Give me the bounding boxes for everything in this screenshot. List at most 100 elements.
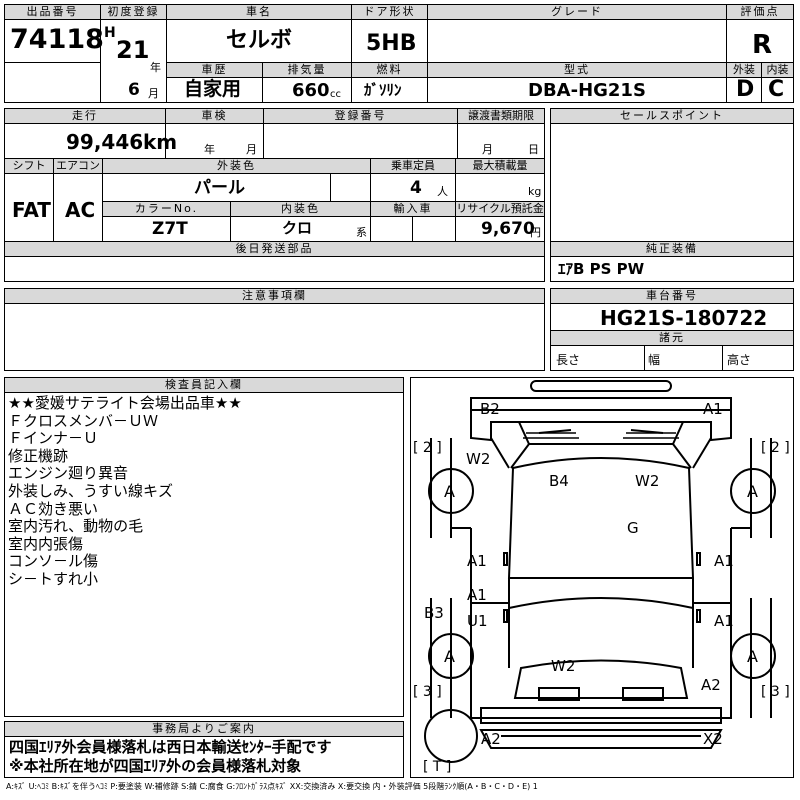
tire-rear-left: A bbox=[444, 647, 455, 666]
later-parts-label: 後日発送部品 bbox=[5, 242, 544, 257]
mark-b3: B3 bbox=[424, 604, 444, 622]
note-line: 修正機跡 bbox=[8, 446, 69, 465]
mark-a2-rear-quarter: A2 bbox=[701, 676, 721, 694]
model-value: DBA-HG21S bbox=[528, 80, 646, 101]
recycle-unit: 円 bbox=[530, 226, 541, 239]
height-label: 高さ bbox=[727, 353, 752, 367]
int-label: 内装 bbox=[762, 63, 793, 78]
mark-b4: B4 bbox=[549, 472, 569, 490]
mark-x2: X2 bbox=[703, 730, 723, 748]
lot-label: 出品番号 bbox=[5, 5, 100, 20]
office-label: 事務局よりご案内 bbox=[5, 722, 403, 737]
capacity-unit: 人 bbox=[437, 185, 448, 198]
office-line-1: 四国ｴﾘｱ外会員様落札は西日本輸送ｾﾝﾀｰ手配です bbox=[9, 738, 332, 756]
caution-label: 注意事項欄 bbox=[5, 289, 544, 304]
note-line: Ｆインナ－Ｕ bbox=[8, 429, 99, 448]
insp-month: 月 bbox=[246, 143, 257, 156]
sales-point-block bbox=[550, 108, 794, 282]
inspection-label: 車検 bbox=[166, 109, 263, 124]
office-line-2: ※本社所在地が四国ｴﾘｱ外の会員様落札対象 bbox=[9, 757, 302, 775]
equip-label: 純正装備 bbox=[551, 242, 793, 257]
bracket-right-front: [ 2 ] bbox=[761, 440, 790, 456]
sales-label: セールスポイント bbox=[551, 109, 793, 124]
first-reg-label: 初度登録 bbox=[101, 5, 166, 20]
note-line: 室内汚れ、動物の毛 bbox=[8, 517, 144, 536]
caution-block bbox=[4, 288, 545, 371]
dims-label: 諸元 bbox=[551, 331, 793, 346]
intcolor-unit: 系 bbox=[356, 226, 367, 239]
transfer-day: 日 bbox=[528, 143, 539, 156]
displacement-value: 660 bbox=[292, 80, 330, 101]
ac-value: AC bbox=[65, 198, 96, 222]
ext-label: 外装 bbox=[727, 63, 761, 78]
lot-number: 74118 bbox=[10, 24, 104, 55]
intcolor-label: 内装色 bbox=[231, 202, 370, 217]
year-unit: 年 bbox=[150, 61, 161, 74]
extcolor-label: 外装色 bbox=[103, 159, 370, 174]
ext-grade: D bbox=[736, 77, 755, 102]
mark-b2: B2 bbox=[480, 400, 500, 418]
bracket-tire: [ T ] bbox=[423, 759, 452, 775]
mark-a1-right-door: A1 bbox=[714, 552, 734, 570]
bracket-right-rear: [ 3 ] bbox=[761, 684, 790, 700]
regno-label: 登録番号 bbox=[264, 109, 457, 124]
history-label: 車歴 bbox=[167, 63, 262, 78]
recycle-label: リサイクル預託金 bbox=[456, 202, 544, 217]
note-line: エンジン廻り異音 bbox=[8, 464, 129, 483]
length-label: 長さ bbox=[556, 353, 581, 367]
office-block bbox=[4, 721, 404, 778]
vehicle-info-block bbox=[4, 108, 545, 282]
capacity-label: 乗車定員 bbox=[371, 159, 455, 174]
displacement-unit: cc bbox=[330, 89, 341, 100]
car-outline-svg bbox=[424, 380, 776, 763]
intcolor-value: クロ bbox=[282, 219, 313, 237]
model-label: 型式 bbox=[428, 63, 726, 78]
car-name-label: 車名 bbox=[167, 5, 351, 20]
inspector-block bbox=[4, 377, 404, 717]
inspector-notes: ★★愛媛サテライト会場出品車★★ Ｆクロスメンバ－ＵＷ Ｆインナ－Ｕ 修正機跡 … bbox=[8, 394, 242, 589]
width-label: 幅 bbox=[648, 353, 661, 367]
int-grade: C bbox=[768, 77, 785, 102]
inspector-label: 検査員記入欄 bbox=[5, 378, 403, 393]
tire-rear-right: A bbox=[747, 647, 758, 666]
recycle-value: 9,670 bbox=[481, 219, 535, 239]
score-label: 評価点 bbox=[727, 5, 793, 20]
note-line: 室内内張傷 bbox=[8, 534, 84, 553]
mark-a1-right-rear: A1 bbox=[714, 612, 734, 630]
bracket-left-front: [ 2 ] bbox=[413, 440, 442, 456]
mileage-unit: km bbox=[143, 130, 178, 154]
displacement-label: 排気量 bbox=[263, 63, 351, 78]
mark-u1: U1 bbox=[467, 612, 488, 630]
mark-a1-left-rear: A1 bbox=[467, 586, 487, 604]
tire-front-left: A bbox=[444, 482, 455, 501]
history-value: 自家用 bbox=[184, 78, 242, 100]
capacity-value: 4 bbox=[410, 178, 422, 198]
equip-value: ｴｱB PS PW bbox=[558, 260, 645, 278]
mark-w2-roof: W2 bbox=[635, 472, 660, 490]
mark-g: G bbox=[627, 519, 639, 537]
damage-diagram: A A A A [ 2 ] [ 2 ] [ 3 ] [ 3 ] [ T ] B2… bbox=[410, 377, 794, 778]
door-type: 5HB bbox=[366, 31, 417, 56]
mark-a1-front: A1 bbox=[703, 400, 723, 418]
note-line: コンソ－ル傷 bbox=[8, 552, 99, 571]
reg-month: 6 bbox=[128, 80, 140, 100]
mark-a2-bottom: A2 bbox=[481, 730, 501, 748]
mileage-label: 走行 bbox=[5, 109, 165, 124]
legend-text: A:ｷｽﾞ U:ﾍｺﾐ B:ｷｽﾞを伴うﾍｺﾐ P:要塗装 W:補修跡 S:錆 … bbox=[6, 782, 538, 791]
note-line: ★★愛媛サテライト会場出品車★★ bbox=[8, 394, 242, 412]
mark-a1-left-door: A1 bbox=[467, 552, 487, 570]
mark-w2-rear: W2 bbox=[551, 657, 576, 675]
fuel-value: ｶﾞｿﾘﾝ bbox=[364, 81, 402, 99]
insp-year: 年 bbox=[204, 143, 215, 156]
extcolor-value: パール bbox=[194, 178, 245, 198]
door-label: ドア形状 bbox=[352, 5, 427, 20]
note-line: シ－トすれ小 bbox=[8, 569, 99, 588]
shift-value: FAT bbox=[12, 198, 51, 222]
note-line: Ｆクロスメンバ－ＵＷ bbox=[8, 411, 159, 430]
transfer-month: 月 bbox=[482, 143, 493, 156]
transfer-label: 譲渡書類期限 bbox=[458, 109, 544, 124]
mileage-value: 99,446 bbox=[66, 130, 144, 154]
score-value: R bbox=[752, 30, 773, 60]
chassis-block bbox=[550, 288, 794, 371]
grade-label: グレード bbox=[428, 5, 726, 20]
